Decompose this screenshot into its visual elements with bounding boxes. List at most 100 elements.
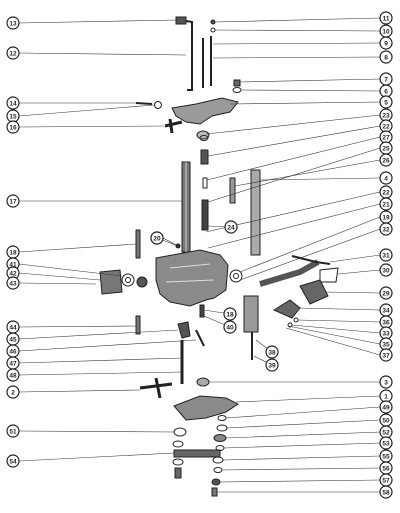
callout-right-7: 23	[379, 108, 393, 122]
part-pin-14	[135, 102, 153, 105]
leader-left-12	[18, 329, 179, 340]
callout-number: 22	[382, 189, 390, 196]
leader-left-14	[18, 357, 183, 364]
callout-number: 55	[382, 453, 390, 460]
part-pin-40	[199, 304, 205, 318]
leader-left-8	[18, 263, 123, 277]
part-27	[202, 177, 208, 189]
part-56	[213, 467, 223, 473]
callout-number: 57	[382, 477, 390, 484]
callout-right-26: 1	[379, 389, 393, 403]
callout-number: 4	[384, 175, 388, 182]
leader-right-20	[297, 307, 381, 311]
callout-bubble	[265, 345, 279, 359]
callout-left-3: 15	[6, 109, 20, 123]
part-stack-b	[172, 458, 184, 466]
callout-left-10: 43	[6, 276, 20, 290]
leader-left-10	[18, 282, 97, 285]
part-34	[272, 299, 301, 319]
callout-left-15: 48	[6, 368, 20, 382]
callout-bubble	[379, 95, 393, 109]
callout-inner-0: 20	[150, 231, 164, 245]
callout-number: 54	[9, 458, 17, 465]
callout-inner-1: 24	[224, 220, 238, 234]
callout-number: 52	[382, 429, 390, 436]
callout-number: 48	[9, 372, 17, 379]
callout-number: 41	[9, 261, 17, 268]
callout-number: 34	[382, 307, 390, 314]
callout-right-20: 34	[379, 303, 393, 317]
callout-number: 3	[384, 379, 388, 386]
callout-bubble	[379, 348, 393, 362]
callout-right-33: 57	[379, 473, 393, 487]
part-stack-a	[172, 440, 184, 448]
callout-number: 9	[384, 40, 388, 47]
callout-left-0: 13	[6, 16, 20, 30]
callout-right-34: 58	[379, 485, 393, 499]
leader-right-14	[207, 203, 381, 249]
callout-right-2: 9	[379, 36, 393, 50]
leader-right-18	[337, 269, 381, 275]
part-rod-46	[195, 329, 205, 347]
leader-left-16	[18, 389, 141, 393]
callout-right-18: 30	[379, 263, 393, 277]
callout-number: 37	[382, 352, 390, 359]
callout-number: 18	[226, 311, 234, 318]
leader-right-8	[207, 125, 381, 157]
callout-right-10: 25	[379, 141, 393, 155]
callout-number: 39	[268, 362, 276, 369]
callout-bubble	[150, 231, 164, 245]
callout-number: 27	[382, 134, 390, 141]
callout-bubble	[379, 286, 393, 300]
part-26	[229, 177, 236, 204]
leader-right-30	[223, 442, 381, 449]
callout-number: 24	[227, 224, 235, 231]
leader-right-29	[225, 431, 381, 439]
callout-left-9: 42	[6, 266, 20, 280]
callout-number: 31	[382, 252, 390, 259]
callout-number: 21	[382, 201, 390, 208]
callout-right-14: 21	[379, 197, 393, 211]
leader-right-1	[214, 29, 381, 32]
callout-number: 44	[9, 324, 17, 331]
callout-bubble	[6, 424, 20, 438]
callout-right-8: 22	[379, 119, 393, 133]
leader-left-18	[18, 452, 175, 462]
leader-right-7	[205, 114, 381, 135]
leader-right-28	[226, 419, 381, 429]
callout-bubble	[379, 400, 393, 414]
part-49	[217, 415, 227, 421]
part-52	[213, 434, 227, 442]
leader-right-4	[239, 78, 381, 83]
leader-left-4	[18, 125, 165, 128]
callout-right-17: 31	[379, 248, 393, 262]
callout-number: 15	[9, 113, 17, 120]
callout-right-0: 11	[379, 11, 393, 25]
callout-number: 16	[9, 124, 17, 131]
callout-inner-4: 38	[265, 345, 279, 359]
callout-inner-5: 39	[265, 358, 279, 372]
leader-right-10	[207, 147, 381, 203]
callout-right-13: 22	[379, 185, 393, 199]
callout-number: 40	[226, 324, 234, 331]
callout-left-2: 14	[6, 96, 20, 110]
part-upper-bracket	[171, 97, 239, 125]
callout-bubble	[6, 46, 20, 60]
part-4	[250, 169, 261, 256]
callout-bubble	[265, 358, 279, 372]
callout-bubble	[379, 248, 393, 262]
callout-number: 35	[382, 341, 390, 348]
callout-right-30: 53	[379, 436, 393, 450]
callout-right-5: 6	[379, 84, 393, 98]
callout-bubble	[6, 385, 20, 399]
leader-left-6	[162, 237, 179, 247]
leader-right-15	[239, 216, 381, 273]
callout-left-12: 45	[6, 332, 20, 346]
part-stack-c	[174, 467, 182, 479]
part-50	[216, 424, 228, 432]
part-rod-32	[259, 259, 320, 287]
callout-bubble	[379, 197, 393, 211]
callout-number: 32	[382, 226, 390, 233]
callout-bubble	[6, 454, 20, 468]
part-stud-left	[135, 229, 141, 259]
